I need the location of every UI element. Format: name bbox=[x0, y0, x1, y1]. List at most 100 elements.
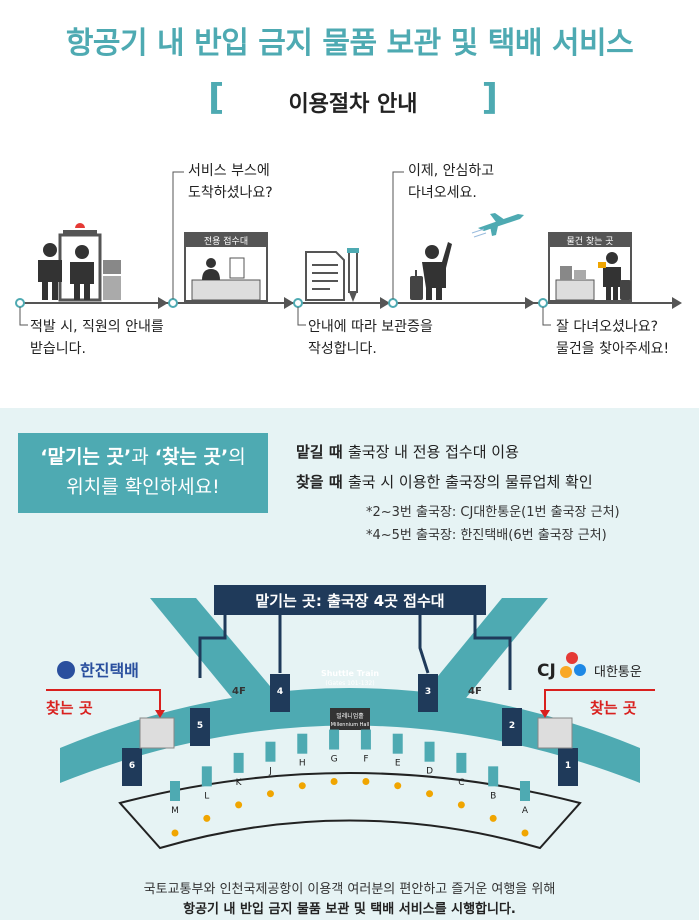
right-diagonal-bar bbox=[420, 598, 548, 698]
subtitle-block: [ 이용절차 안내 ] bbox=[208, 80, 498, 120]
drop-banner bbox=[214, 585, 486, 615]
gate-marker bbox=[489, 814, 497, 822]
timeline-arrows bbox=[158, 297, 682, 309]
step2-text: 서비스 부스에 도착하셨나요? bbox=[188, 163, 273, 201]
svg-text:2: 2 bbox=[509, 721, 515, 731]
find-right-label: 찾는 곳 bbox=[590, 699, 637, 717]
counter-h bbox=[297, 733, 308, 754]
counter-d bbox=[424, 741, 435, 762]
counter-label-e: E bbox=[395, 759, 401, 769]
svg-text:6: 6 bbox=[129, 761, 135, 771]
left-diagonal-bar bbox=[150, 598, 280, 698]
gate-marker bbox=[330, 778, 338, 786]
right-bracket: ] bbox=[481, 77, 498, 118]
gate-marker bbox=[298, 782, 306, 790]
counter-label-f: F bbox=[363, 755, 368, 765]
hanjin-booth bbox=[139, 717, 175, 749]
counter-m bbox=[170, 781, 180, 801]
drop-banner-text: 맡기는 곳: 출국장 4곳 접수대 bbox=[255, 592, 444, 610]
location-callout: ‘맡기는 곳’과 ‘찾는 곳’의 위치를 확인하세요! bbox=[18, 433, 268, 513]
step1-text: 적발 시, 직원의 안내를 받습니다. bbox=[30, 319, 164, 357]
gate-marker bbox=[266, 790, 274, 798]
cj-brand: 대한통운 bbox=[594, 665, 642, 680]
shuttle-label: Shuttle Train bbox=[321, 669, 379, 678]
find-right-arrow bbox=[544, 689, 655, 713]
gate-marker bbox=[235, 801, 243, 809]
counter-label-k: K bbox=[236, 778, 243, 788]
gate-zone-outline bbox=[118, 772, 582, 850]
note-cj: *2~3번 출국장: CJ대한통운(1번 출국장 근처) bbox=[366, 505, 620, 520]
counter-label-j: J bbox=[268, 767, 272, 777]
find-left-label: 찾는 곳 bbox=[46, 699, 93, 717]
counter-label-b: B bbox=[490, 791, 496, 801]
svg-text:Millennium Hall: Millennium Hall bbox=[331, 722, 370, 728]
svg-text:3: 3 bbox=[425, 687, 431, 697]
gate-marker bbox=[521, 829, 529, 837]
step4-text: 이제, 안심하고 다녀오세요. bbox=[408, 163, 495, 201]
svg-text:밀레니엄홀: 밀레니엄홀 bbox=[336, 712, 364, 720]
map-graphics: 맡기는 곳: 출국장 4곳 접수대 Shuttle Train (Gates 1… bbox=[46, 585, 655, 850]
svg-text:5: 5 bbox=[197, 721, 203, 731]
millennium-hall bbox=[330, 708, 370, 730]
check-in-counters: M L K J H G F E D C B A bbox=[170, 729, 530, 837]
svg-text:4: 4 bbox=[277, 687, 283, 697]
reception-booth-icon: 전용 접수대 bbox=[184, 232, 268, 302]
step3-text: 안내에 따라 보관증을 작성합니다. bbox=[308, 319, 433, 357]
counter-label-a: A bbox=[522, 806, 529, 816]
pickup-label: 물건 찾는 곳 bbox=[566, 236, 613, 247]
left-bracket: [ bbox=[208, 77, 225, 118]
cj-mark: CJ bbox=[537, 661, 556, 681]
page-title: 항공기 내 반입 금지 물품 보관 및 택배 서비스 bbox=[65, 26, 634, 61]
gate-marker bbox=[171, 829, 179, 837]
process-flow: 전용 접수대 bbox=[0, 130, 699, 408]
flow-graphics: 전용 접수대 bbox=[15, 171, 682, 326]
counter-g bbox=[329, 729, 340, 750]
hanjin-logo-icon bbox=[57, 661, 75, 679]
airplane-icon bbox=[471, 213, 524, 238]
counter-l bbox=[201, 766, 212, 787]
shuttle-gates-label: (Gates 101-132) bbox=[325, 680, 374, 687]
step5-text: 잘 다녀오셨나요? 물건을 찾아주세요! bbox=[556, 319, 670, 357]
gate-marker bbox=[457, 801, 465, 809]
counter-c bbox=[456, 752, 467, 773]
gate-marker bbox=[203, 814, 211, 822]
terminal-map: 맡기는 곳: 출국장 4곳 접수대 Shuttle Train (Gates 1… bbox=[0, 578, 699, 868]
counter-label-h: H bbox=[299, 759, 306, 769]
subtitle: 이용절차 안내 bbox=[288, 92, 418, 117]
pickup-booth-icon: 물건 찾는 곳 bbox=[548, 232, 632, 302]
counter-label-m: M bbox=[171, 806, 179, 816]
cj-booth bbox=[537, 717, 573, 749]
counter-a bbox=[520, 781, 530, 801]
gate-marker bbox=[362, 778, 370, 786]
traveler-icon bbox=[410, 242, 452, 300]
booth-label: 전용 접수대 bbox=[204, 235, 248, 247]
gate-marker bbox=[394, 782, 402, 790]
counter-label-g: G bbox=[331, 755, 338, 765]
floor-right-label: 4F bbox=[468, 686, 482, 697]
counter-label-l: L bbox=[204, 791, 209, 801]
counter-b bbox=[488, 766, 499, 787]
banner-connectors bbox=[198, 615, 512, 690]
svg-text:1: 1 bbox=[565, 761, 571, 771]
counter-label-d: D bbox=[426, 767, 433, 777]
footer-line1: 국토교통부와 인천국제공항이 이용객 여러분의 편안하고 즐거운 여행을 위해 bbox=[143, 882, 556, 897]
counter-e bbox=[392, 733, 403, 754]
cj-logo-icon bbox=[566, 652, 578, 664]
counter-label-c: C bbox=[458, 778, 464, 788]
security-check-icon bbox=[38, 223, 121, 302]
note-hanjin: *4~5번 출국장: 한진택배(6번 출국장 근처) bbox=[366, 528, 607, 543]
gate-towers: 1 2 3 4 5 6 bbox=[122, 674, 578, 786]
hanjin-brand: 한진택배 bbox=[80, 661, 139, 680]
counter-j bbox=[265, 741, 276, 762]
find-left-arrow bbox=[46, 689, 161, 713]
gate-marker bbox=[426, 790, 434, 798]
form-document-icon bbox=[305, 248, 359, 302]
counter-k bbox=[233, 752, 244, 773]
procedure-section: 항공기 내 반입 금지 물품 보관 및 택배 서비스 [ 이용절차 안내 ] bbox=[0, 0, 699, 408]
floor-left-label: 4F bbox=[232, 686, 246, 697]
footer-line2: 항공기 내 반입 금지 물품 보관 및 택배 서비스를 시행합니다. bbox=[183, 902, 516, 917]
leader-lines bbox=[19, 171, 551, 326]
